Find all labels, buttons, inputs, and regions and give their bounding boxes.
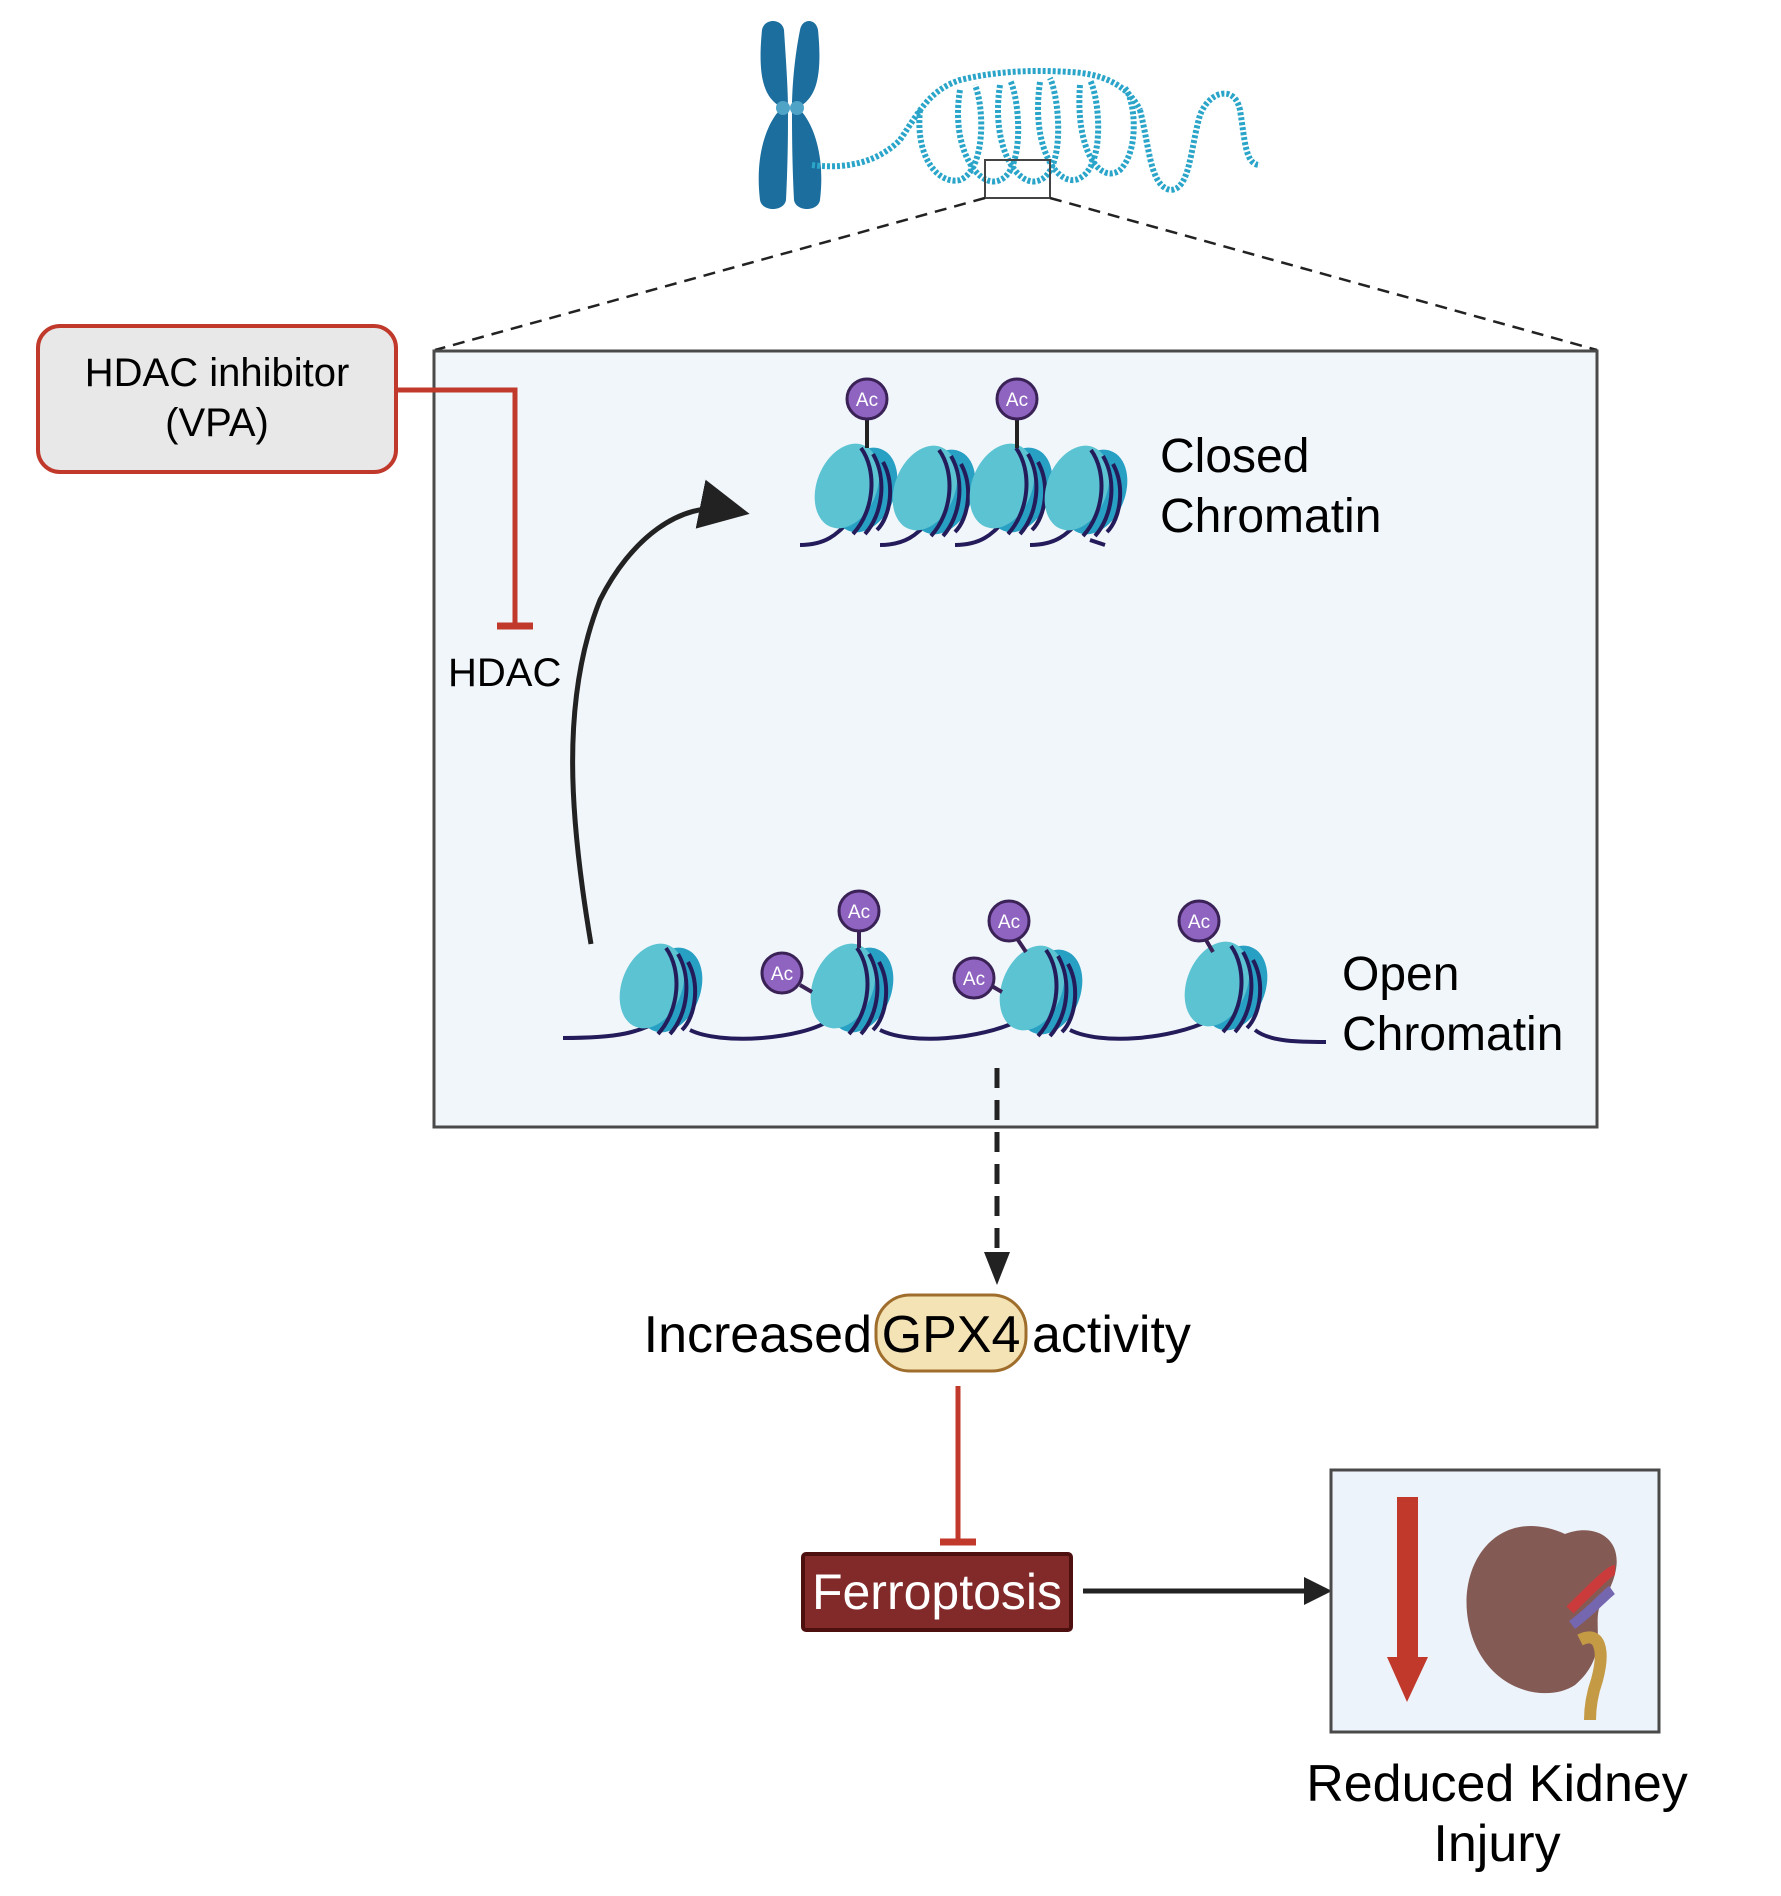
closed-chromatin-illustration: Ac Ac (799, 377, 1142, 547)
svg-text:Ac: Ac (1188, 912, 1210, 933)
hdac-inhibitor-sublabel: (VPA) (165, 401, 269, 445)
acetyl-group-icon: Ac (952, 956, 996, 1000)
chromosome-icon (758, 21, 822, 209)
decrease-arrow-icon (1387, 1497, 1428, 1702)
gpx4-label: GPX4 (882, 1306, 1021, 1364)
kidney-icon (1466, 1526, 1617, 1721)
gpx4-suffix-label: activity (1032, 1306, 1191, 1364)
zoom-region-box (984, 159, 1051, 199)
closed-chromatin-label: Closed (1160, 430, 1309, 483)
outcome-label: Reduced Kidney (1306, 1755, 1688, 1813)
ferroptosis-box (801, 1552, 1073, 1632)
ferroptosis-label: Ferroptosis (812, 1564, 1062, 1620)
hdac-inhibitor-label: HDAC inhibitor (85, 351, 350, 395)
open-chromatin-illustration: Ac Ac Ac Ac Ac (562, 889, 1327, 1047)
svg-text:Ac: Ac (771, 964, 793, 985)
svg-text:Ac: Ac (848, 902, 870, 923)
expression-arrowhead (984, 1252, 1010, 1285)
acetyl-group-icon: Ac (760, 951, 804, 995)
acetyl-group-icon: Ac (845, 377, 889, 421)
outcome-arrowhead (1304, 1577, 1332, 1605)
hdac-label: HDAC (448, 651, 561, 695)
acetyl-group-icon: Ac (1177, 899, 1221, 943)
hdac-inhibitor-box: HDAC inhibitor (VPA) (36, 324, 398, 474)
svg-text:Ac: Ac (856, 390, 878, 411)
gpx4-badge (874, 1293, 1028, 1373)
svg-text:Ac: Ac (1006, 390, 1028, 411)
open-chromatin-label: Open (1342, 948, 1459, 1001)
open-chromatin-label-line2: Chromatin (1342, 1008, 1563, 1061)
hdac-inhibition-line (396, 387, 533, 630)
deacetylation-arrow (570, 479, 750, 945)
chromatin-fiber-icon (811, 67, 1261, 194)
svg-text:Ac: Ac (963, 969, 985, 990)
zoom-projection-right (1049, 196, 1598, 352)
outcome-label-line2: Injury (1433, 1815, 1560, 1873)
svg-text:Ac: Ac (998, 912, 1020, 933)
acetyl-group-icon: Ac (987, 899, 1031, 943)
zoom-projection-left (434, 196, 986, 352)
acetyl-group-icon: Ac (837, 889, 881, 933)
closed-chromatin-label-line2: Chromatin (1160, 490, 1381, 543)
gpx4-prefix-label: Increased (644, 1306, 872, 1364)
acetyl-group-icon: Ac (995, 377, 1039, 421)
